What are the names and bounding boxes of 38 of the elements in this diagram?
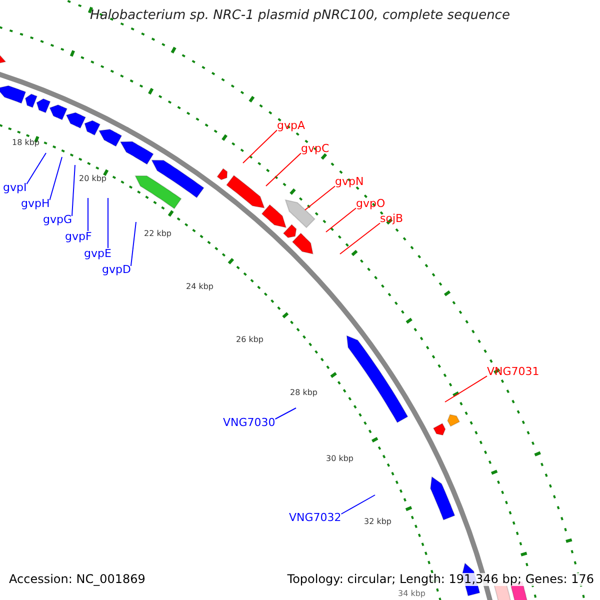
leader-line [266,152,302,186]
leader-line [304,186,336,210]
leader-line [130,222,136,266]
scale-label: 26 kbp [236,336,264,345]
topology-text: Topology: circular; Length: 191,346 bp; Genes: 176 [287,573,594,586]
gene-label: gvpD [102,264,131,276]
gene-label: gvpC [301,143,330,156]
leader-line [340,222,380,254]
gene-label: gvpA [277,120,305,132]
scale-label: 20 kbp [79,175,107,184]
gene-label: VNG7031 [487,366,540,378]
leader-line [340,494,376,514]
scale-label: 34 kbp [398,590,426,599]
scale-label: 30 kbp [326,455,354,464]
leader-line [49,156,62,200]
leader-line [444,376,488,402]
gene-label: gvpO [356,198,386,210]
leader-line [242,130,278,164]
scale-label: 28 kbp [290,389,318,398]
accession-text: Accession: NC_001869 [9,573,146,586]
gene-label: VNG7032 [289,512,342,524]
gene-label: sojB [380,213,404,226]
leader-line [72,164,76,216]
title: Halobacterium sp. NRC-1 plasmid pNRC100, complete sequence [89,9,511,24]
scale-label: 24 kbp [186,283,214,292]
gene-label: VNG7030 [223,417,276,430]
gene-label: gvpI [3,182,27,194]
gene-label: gvpN [335,176,364,188]
scale-label: 32 kbp [364,518,392,527]
leader-line [274,408,296,420]
gene-label: gvpH [21,198,50,210]
scale-label: 18 kbp [12,139,40,148]
gene-label: gvpF [65,231,92,244]
gene-label: gvpG [43,214,72,226]
leader-line [326,208,356,232]
gene-label: gvpE [84,248,112,260]
scale-label: 22 kbp [144,230,172,239]
leader-line [26,152,46,184]
